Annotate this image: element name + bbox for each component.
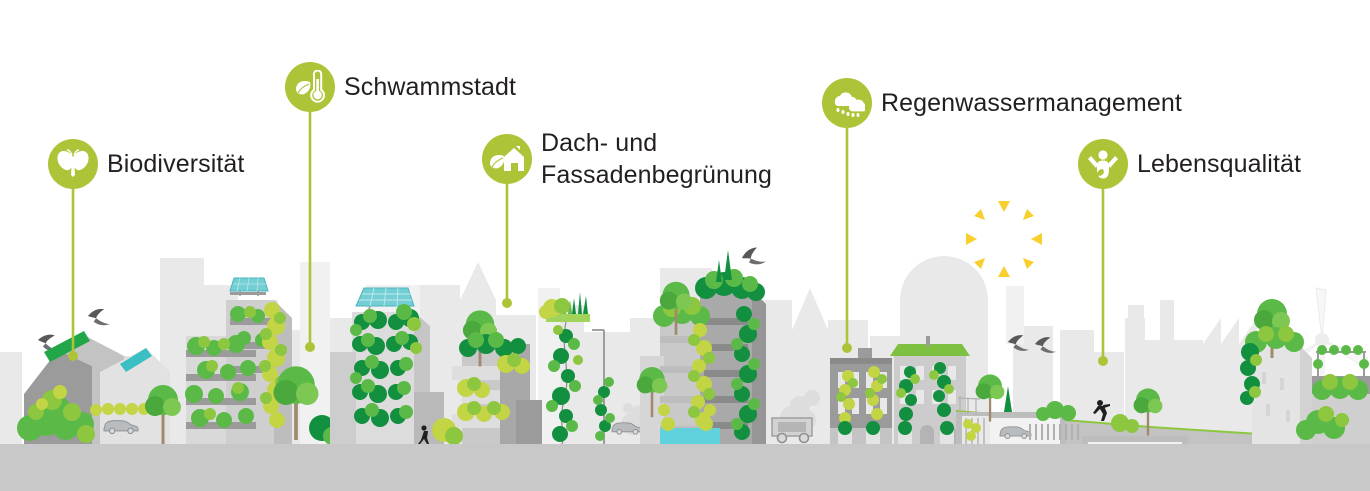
person-raised-arms-icon xyxy=(1078,139,1128,189)
green-tower-solar xyxy=(330,287,444,444)
terraced-green-building xyxy=(432,310,542,445)
jogger xyxy=(1093,400,1110,421)
rooftop-garden-tower xyxy=(636,250,766,444)
callout-biodiversitaet[interactable]: Biodiversität xyxy=(48,139,244,189)
solar-panel-roof xyxy=(229,277,269,296)
pool xyxy=(660,428,720,444)
cement-truck xyxy=(771,390,820,444)
glass-tower-vines xyxy=(539,292,615,445)
callout-lebensqualitaet[interactable]: Lebensqualität xyxy=(1078,139,1301,189)
butterfly-icon xyxy=(48,139,98,189)
townhouses-facade-greening xyxy=(830,336,970,444)
pedestrian xyxy=(418,425,429,444)
callout-dach-und-fassadenbegruenung[interactable]: Dach- und Fassadenbegrünung xyxy=(482,127,772,191)
callout-schwammstadt[interactable]: Schwammstadt xyxy=(285,62,516,112)
callout-label: Regenwassermanagement xyxy=(881,89,1182,117)
callout-label: Lebensqualität xyxy=(1137,150,1302,178)
rooftop-conifer xyxy=(716,250,732,282)
rooftop-grass xyxy=(539,292,588,319)
thermometer-leaf-icon xyxy=(285,62,335,112)
sun-icon xyxy=(966,201,1042,277)
apartment-green-balconies xyxy=(185,277,292,444)
callout-regenwassermanagement[interactable]: Regenwassermanagement xyxy=(822,78,1182,128)
industrial-green-roof xyxy=(1240,299,1370,444)
callout-label: Dach- und Fassadenbegrünung xyxy=(541,129,773,189)
factory-chimneys xyxy=(1128,305,1228,375)
house-leaf-icon xyxy=(482,134,532,184)
ground xyxy=(0,444,1370,491)
green-roof-houses xyxy=(17,331,181,444)
solar-panel-tower xyxy=(355,287,415,315)
rain-cloud-icon xyxy=(822,78,872,128)
callout-label: Schwammstadt xyxy=(344,73,517,101)
callout-label: Biodiversität xyxy=(107,150,245,178)
